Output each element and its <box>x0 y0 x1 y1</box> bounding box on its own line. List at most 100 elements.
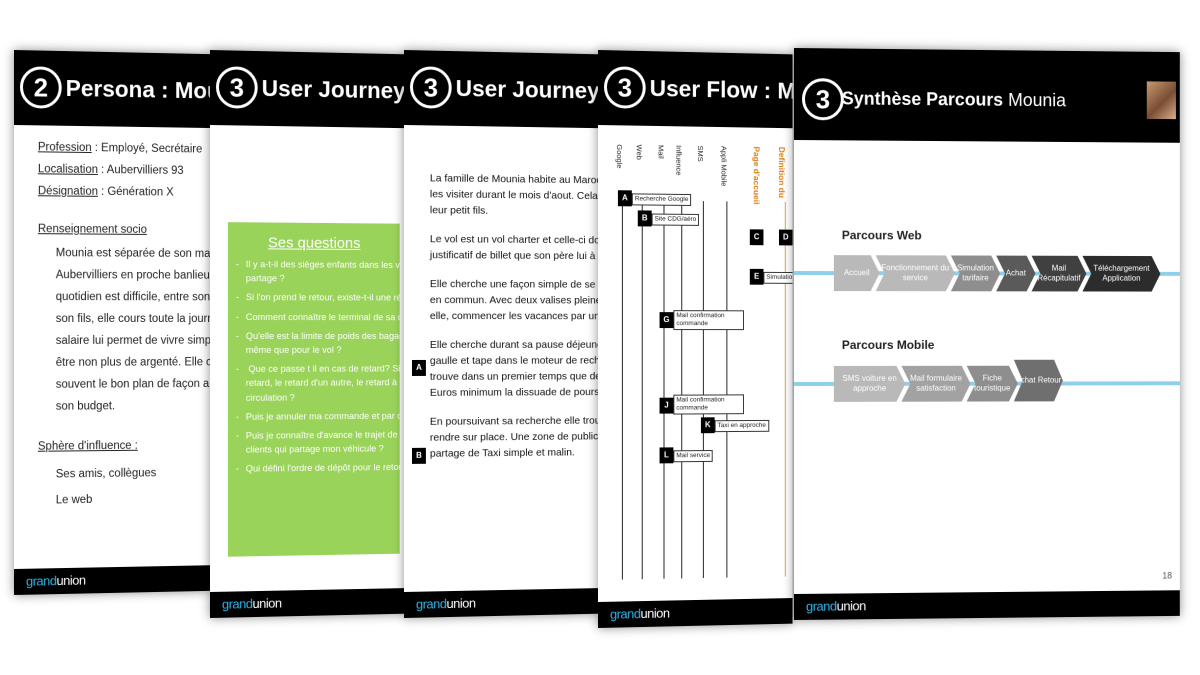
question-item: -Puis je connaître d'avance le trajet de… <box>235 429 405 455</box>
grandunion-logo: grandunion <box>805 598 866 614</box>
questions-list: -Il y a-t-il des sièges enfants dans les… <box>228 257 405 476</box>
slide-number: 3 <box>215 66 258 109</box>
influence-label: Sphère d'influence : <box>37 439 138 453</box>
socio-line: salaire lui permet de vivre simplement s… <box>55 334 211 347</box>
flow-step: Mail confirmation commande <box>673 310 744 331</box>
lane-label-appli-mobile: Appli Mobile <box>719 145 729 187</box>
mobile-step-sms: SMS voiture en approche <box>834 366 905 402</box>
flow-marker-a: A <box>617 190 632 207</box>
slide-title: User Journey : Mo <box>455 75 599 104</box>
lane-line <box>621 200 623 580</box>
designation-label: Désignation <box>37 185 98 198</box>
influence-item: Ses amis, collègues <box>55 467 157 481</box>
question-item: -Qui défini l'ordre de dépôt pour le ret… <box>235 462 405 475</box>
lane-line <box>641 200 643 580</box>
slide-number: 3 <box>409 66 452 109</box>
journey-text: La famille de Mounia habite au Maroc, et… <box>430 170 599 474</box>
flow-marker-b: B <box>637 210 652 227</box>
slide-synthese-parcours[interactable]: 3 Synthèse Parcours Mounia Parcours Web … <box>794 48 1180 620</box>
journey-paragraph: Elle cherche durant sa pause déjeuné sur… <box>429 338 599 399</box>
slide-user-journey-story[interactable]: 3 User Journey : Mo La famille de Mounia… <box>404 50 599 618</box>
socio-line: son budget. <box>55 400 116 413</box>
slide-title: User Journey : Mo <box>261 75 405 104</box>
slide-title: User Flow : Mouni <box>649 75 793 105</box>
questions-title: Ses questions <box>267 234 361 252</box>
flow-step: Simulation coût <box>763 271 793 284</box>
flow-marker-e: E <box>749 268 764 285</box>
slide-header: 3 User Journey : Mo <box>210 50 405 129</box>
lane-label-influence: Influence <box>674 145 684 176</box>
lane-label-definition: Definition du <box>777 146 787 199</box>
flow-marker-d: D <box>778 229 793 246</box>
slide-title: Synthèse Parcours Mounia <box>841 88 1066 111</box>
location-value: : Aubervilliers 93 <box>97 164 184 177</box>
page-number: 18 <box>1162 570 1173 581</box>
questions-box: Ses questions -Il y a-t-il des sièges en… <box>227 222 405 557</box>
question-item: -Comment connaître le terminal de sa com… <box>235 311 405 322</box>
flow-marker-k: K <box>700 417 715 434</box>
question-item: -Il y a-t-il des sièges enfants dans les… <box>235 259 405 284</box>
step-marker-b: B <box>411 447 426 464</box>
slide-header: 3 User Journey : Mo <box>404 50 599 129</box>
flow-marker-j: J <box>659 397 674 414</box>
lane-label-sms: SMS <box>696 145 705 162</box>
flow-step: Taxi en approche <box>714 419 769 433</box>
flow-marker-c: C <box>749 229 764 246</box>
slide-number: 2 <box>19 66 62 109</box>
slide-title: Persona : Mounia 3 <box>65 74 211 105</box>
influence-item: Le web <box>55 493 93 507</box>
slide-header: 3 User Flow : Mouni <box>598 50 793 129</box>
mobile-journey-title: Parcours Mobile <box>841 337 935 352</box>
question-item: -Qu'elle est la limite de poids des baga… <box>235 330 405 355</box>
socio-line: son fils, elle cours toute la journée. S… <box>55 313 211 325</box>
lane-line <box>726 201 728 578</box>
lane-line <box>681 200 683 579</box>
lane-label-web: Web <box>634 144 644 160</box>
flow-step: Recherche Google <box>631 193 692 206</box>
slide-footer: grandunion <box>794 590 1180 620</box>
slide-persona[interactable]: 2 Persona : Mounia 3 Profession : Employ… <box>14 50 211 595</box>
journey-paragraph: Le vol est un vol charter et celle-ci do… <box>429 233 599 263</box>
mobile-step-mail-formulaire: Mail formulaire satisfaction <box>901 366 970 402</box>
web-step-accueil: Accueil <box>834 255 880 291</box>
flow-step: Mail service <box>673 449 713 463</box>
flow-marker-l: L <box>659 447 674 464</box>
grandunion-logo: grandunion <box>609 605 670 622</box>
socio-line: être non plus de argenté. Elle cherche <box>55 356 211 369</box>
slide-header: 3 Synthèse Parcours Mounia <box>794 48 1180 143</box>
web-journey-title: Parcours Web <box>841 228 922 243</box>
slide-number: 3 <box>603 66 646 109</box>
lane-label-page-accueil: Page d'accueil <box>751 146 762 205</box>
socio-label: Renseignement socio <box>37 223 147 236</box>
designation-value: : Génération X <box>97 185 174 199</box>
slide-footer: grandunion <box>210 588 405 618</box>
socio-line: souvent le bon plan de façon a optimiser <box>55 378 211 391</box>
flow-step: Site CDG/aéro <box>651 213 700 226</box>
slide-user-journey-questions[interactable]: 3 User Journey : Mo Ses questions -Il y … <box>210 50 405 618</box>
lane-line-orange <box>784 202 786 577</box>
grandunion-logo: grandunion <box>415 595 476 612</box>
journey-paragraph: En poursuivant sa recherche elle trouve … <box>429 414 599 460</box>
step-marker-a: A <box>411 359 426 376</box>
slide-footer: grandunion <box>598 598 793 628</box>
slide-footer: grandunion <box>404 588 599 618</box>
journey-paragraph: La famille de Mounia habite au Maroc, et… <box>429 172 599 217</box>
question-item: -Puis je annuler ma commande et par quel… <box>235 410 405 422</box>
socio-line: quotidien est difficile, entre son trava… <box>55 291 211 304</box>
grandunion-logo: grandunion <box>221 595 282 612</box>
lane-label-google: Google <box>614 144 624 169</box>
location-label: Localisation <box>37 163 98 176</box>
web-step-telechargement: Téléchargement Application <box>1082 256 1160 292</box>
slide-user-flow[interactable]: 3 User Flow : Mouni Google Web Mail Infl… <box>598 50 793 628</box>
grandunion-logo: grandunion <box>25 572 86 589</box>
slide-number: 3 <box>801 78 844 121</box>
socio-line: Mounia est séparée de son mari, elle vie… <box>55 247 211 261</box>
question-item: - Que ce passe t il en cas de retard? Si… <box>235 363 405 403</box>
flow-step: Mail confirmation commande <box>673 394 744 415</box>
journey-paragraph: Elle cherche une façon simple de se rend… <box>429 278 599 323</box>
lane-label-mail: Mail <box>656 144 666 159</box>
profession-value: : Employé, Secrétaire <box>91 142 203 156</box>
web-step-fonctionnement: Fonctionnement du service <box>876 255 955 291</box>
persona-details: Profession : Employé, Secrétaire Localis… <box>38 136 211 513</box>
flow-marker-g: G <box>659 312 674 329</box>
